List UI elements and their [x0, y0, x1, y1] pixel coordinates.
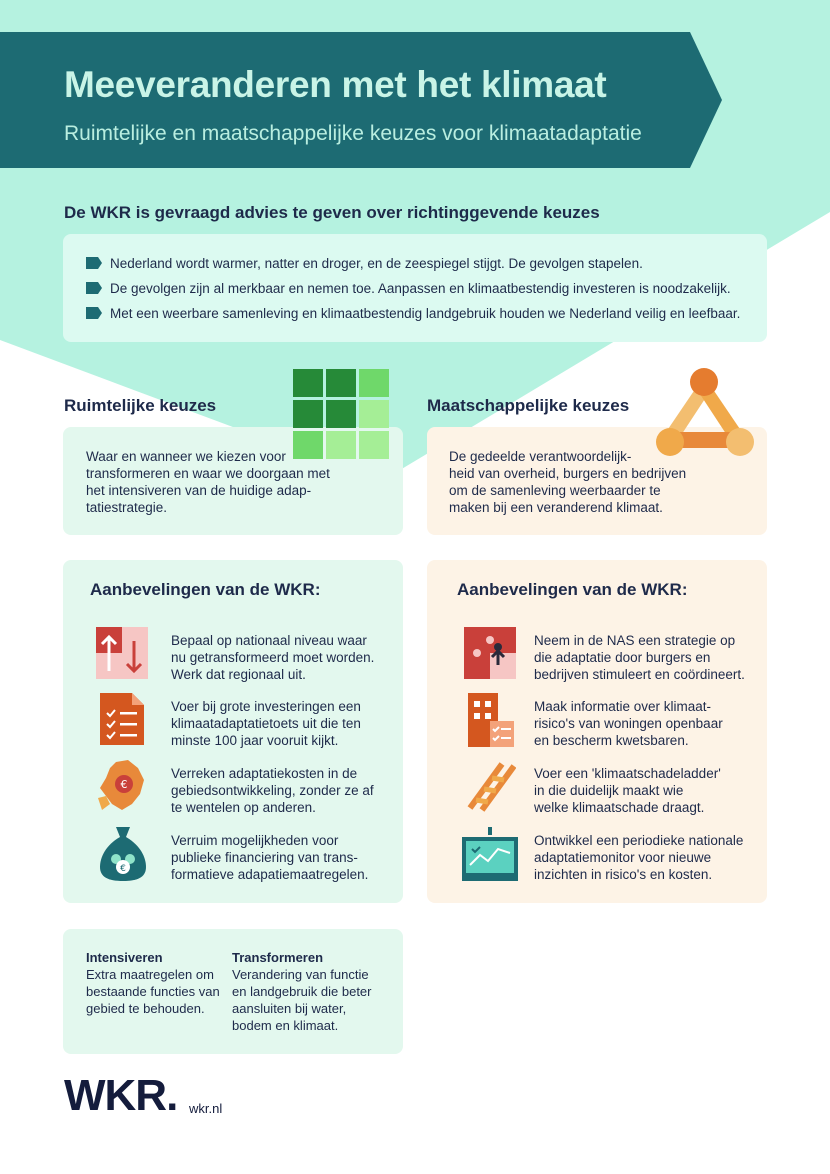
social-reco-3: Voer een 'klimaatschadeladder'in die dui… [534, 766, 721, 815]
page-title: Meeveranderen met het klimaat [64, 64, 607, 105]
puzzle-people-icon [464, 627, 516, 679]
netherlands-map-euro-icon: € [98, 760, 144, 810]
definitions-panel [63, 929, 403, 1054]
bullet-marker-icon [86, 257, 102, 269]
arrows-up-down-icon [96, 627, 148, 679]
monitor-board-icon [462, 827, 518, 881]
intro-heading: De WKR is gevraagd advies te geven over … [64, 203, 600, 222]
spatial-heading: Ruimtelijke keuzes [64, 396, 217, 415]
intro-panel [63, 234, 767, 342]
wkr-logo: WKR. [64, 1071, 178, 1120]
intro-bullet: Nederland wordt warmer, natter en droger… [86, 256, 643, 271]
page-subtitle: Ruimtelijke en maatschappelijke keuzes v… [64, 122, 642, 145]
definition-intensiveren: Intensiveren Extra maatregelen om bestaa… [86, 950, 220, 1016]
grid-blocks-icon [293, 369, 389, 459]
checklist-document-icon [100, 693, 144, 745]
hands-triangle-icon [656, 368, 754, 456]
header-banner [0, 32, 722, 168]
social-reco-2: Maak informatie over klimaat-risico's va… [534, 699, 723, 748]
intro-bullet: De gevolgen zijn al merkbaar en nemen to… [86, 281, 731, 296]
social-heading: Maatschappelijke keuzes [427, 396, 630, 415]
social-description: De gedeelde verantwoordelijk- heid van o… [449, 449, 687, 515]
ladder-icon [467, 762, 516, 812]
bullet-marker-icon [86, 307, 102, 319]
svg-text:€: € [120, 864, 126, 874]
bullet-marker-icon [86, 282, 102, 294]
spatial-recommendations-title: Aanbevelingen van de WKR: [90, 580, 321, 599]
website-link[interactable]: wkr.nl [189, 1101, 223, 1116]
svg-text:€: € [121, 778, 128, 791]
spatial-description: Waar en wanneer we kiezen voor transform… [86, 449, 330, 515]
building-checklist-icon [468, 693, 514, 747]
money-bag-icon: € [100, 827, 146, 881]
social-recommendations-title: Aanbevelingen van de WKR: [457, 580, 688, 599]
definition-transformeren: Transformeren Verandering van functie en… [232, 950, 372, 1033]
intro-bullet: Met een weerbare samenleving en klimaatb… [86, 306, 740, 321]
